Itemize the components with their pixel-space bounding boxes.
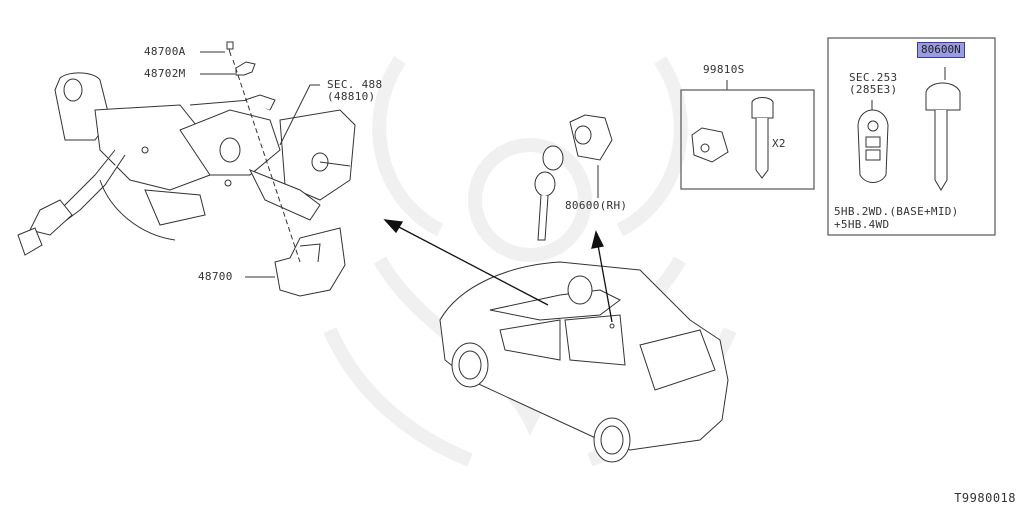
section-ref-253[interactable]: SEC.253	[849, 71, 898, 84]
lock-set-box	[680, 89, 815, 190]
section-ref-488-sub: (48810)	[327, 90, 376, 103]
section-ref-488[interactable]: SEC. 488	[327, 78, 383, 91]
part-label-80600n-highlighted[interactable]: 80600N	[917, 42, 965, 58]
part-label-99810s[interactable]: 99810S	[703, 63, 745, 76]
key-box-illustration	[827, 37, 996, 236]
diagram-code: T9980018	[954, 491, 1016, 505]
reference-arrows	[383, 219, 613, 323]
applicability-note-1: 5HB.2WD.(BASE+MID)	[834, 205, 959, 218]
leader-lines	[200, 51, 946, 278]
column-cover-48700	[274, 227, 346, 297]
part-label-48702m[interactable]: 48702M	[144, 67, 186, 80]
part-label-80600-rh[interactable]: 80600(RH)	[565, 199, 628, 212]
clip-parts	[226, 41, 256, 76]
applicability-note-2: +5HB.4WD	[834, 218, 890, 231]
car-illustration	[439, 261, 729, 463]
quantity-label: X2	[772, 137, 786, 150]
steering-column-illustration	[17, 72, 356, 256]
part-label-48700a[interactable]: 48700A	[144, 45, 186, 58]
part-label-48700[interactable]: 48700	[198, 270, 233, 283]
lock-set-illustration	[691, 97, 774, 179]
door-lock-illustration	[534, 114, 613, 241]
section-ref-253-sub: (285E3)	[849, 83, 898, 96]
